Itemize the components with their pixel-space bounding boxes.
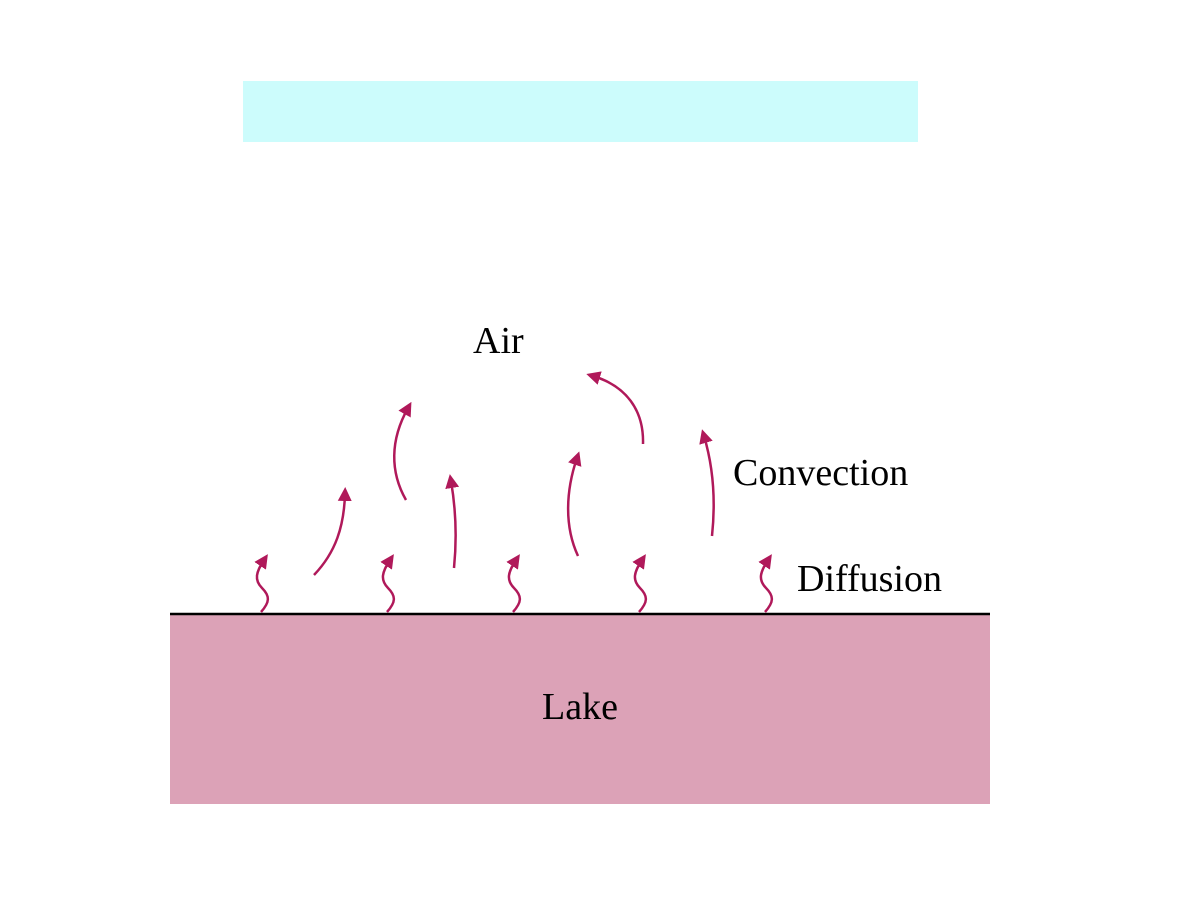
diffusion-arrow [254, 554, 270, 613]
convection-arrow [566, 451, 582, 557]
lake-label: Lake [542, 686, 618, 728]
title-bar [243, 81, 918, 142]
diffusion-arrow [758, 554, 774, 613]
lake-region [170, 614, 990, 804]
convection-arrow [393, 401, 412, 501]
convection-arrow [445, 474, 460, 569]
convection-arrow [699, 429, 715, 537]
convection-label: Convection [733, 452, 909, 494]
convection-arrow [586, 371, 645, 445]
convection-arrow [313, 487, 352, 576]
diffusion-arrow [506, 554, 522, 613]
diffusion-label: Diffusion [797, 558, 942, 600]
air-label: Air [473, 320, 524, 362]
diffusion-arrow [380, 554, 396, 613]
diffusion-arrow [632, 554, 648, 613]
